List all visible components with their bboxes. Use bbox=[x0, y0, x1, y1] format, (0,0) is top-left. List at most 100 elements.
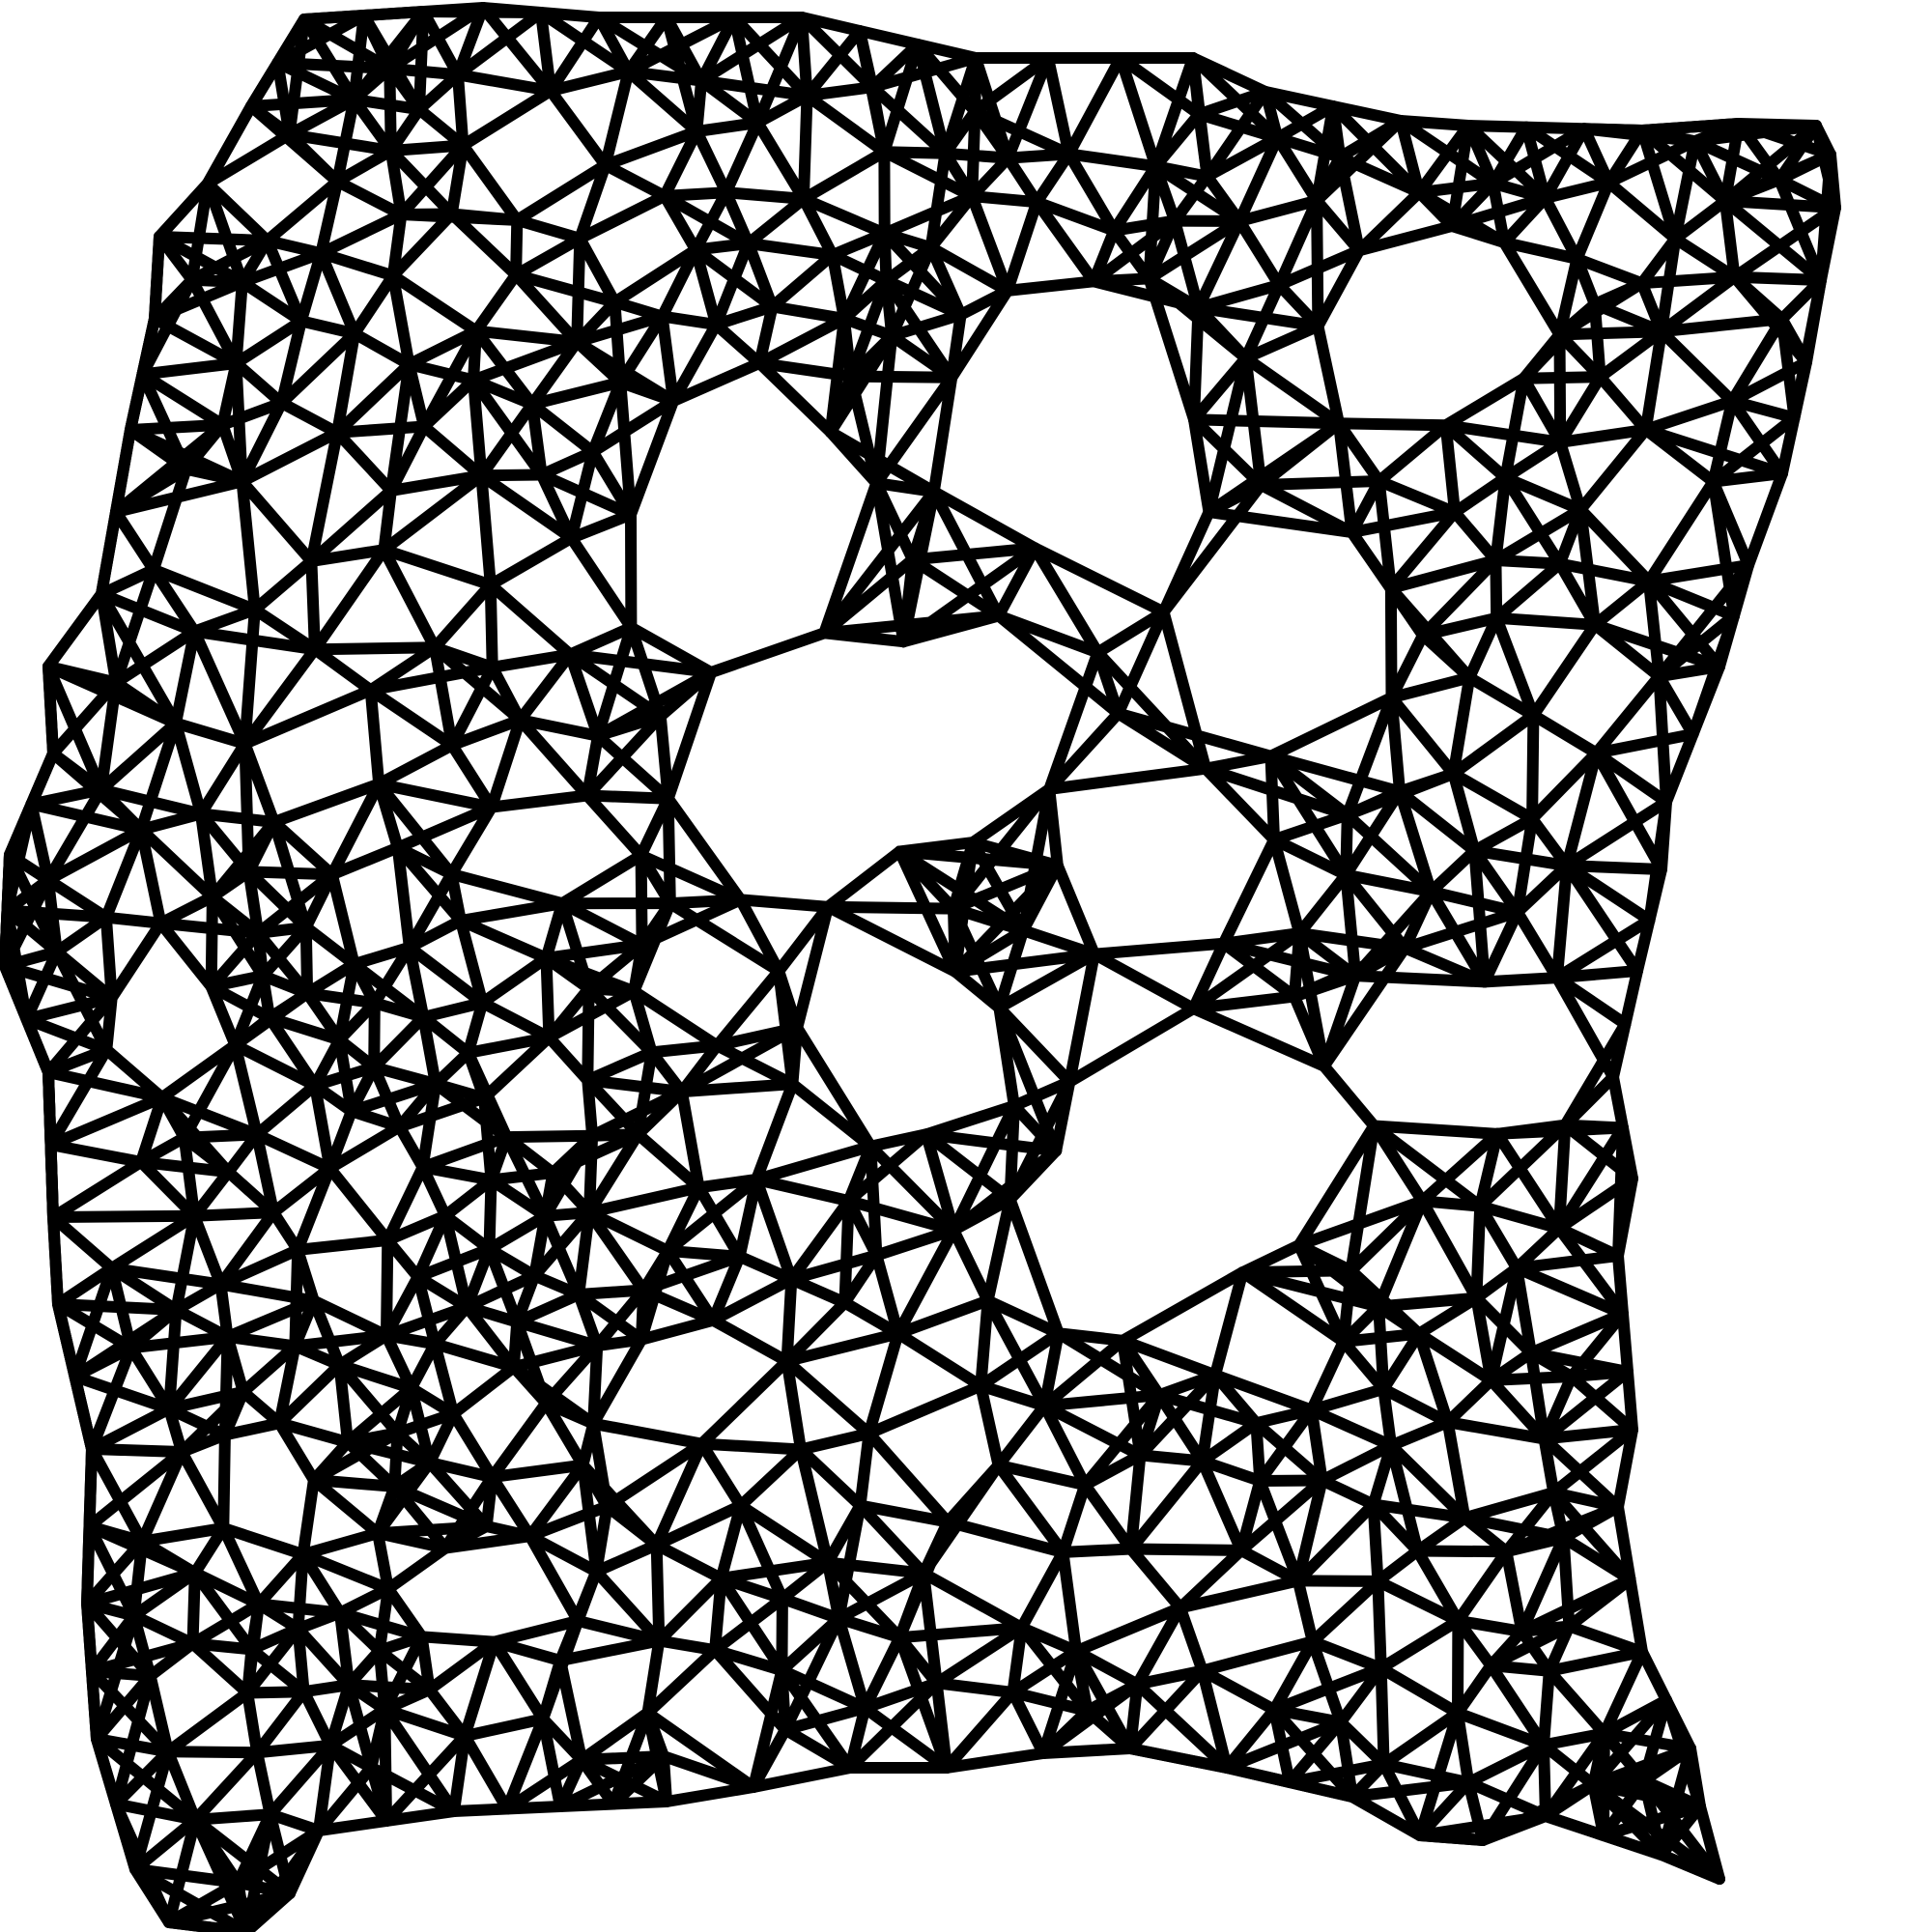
mesh-edge bbox=[368, 1010, 430, 1073]
mesh-edge bbox=[1264, 750, 1352, 881]
mesh-edge bbox=[69, 1371, 176, 1415]
mesh-edge bbox=[43, 661, 107, 796]
mesh-edge bbox=[295, 247, 327, 327]
mesh-edge bbox=[429, 579, 497, 654]
mesh-edge bbox=[309, 1061, 381, 1092]
mesh-edge bbox=[1553, 557, 1655, 587]
mesh-edge bbox=[1728, 270, 1827, 286]
mesh-edge bbox=[742, 238, 779, 313]
mesh-edge bbox=[801, 81, 879, 102]
mesh-edge bbox=[751, 1140, 877, 1185]
mesh-edge bbox=[1642, 575, 1740, 622]
mesh-edge bbox=[1264, 750, 1406, 798]
mesh-edge bbox=[1447, 709, 1540, 780]
mesh-edge bbox=[381, 1730, 471, 1827]
mesh-edge bbox=[148, 463, 192, 576]
mesh-edge bbox=[1150, 108, 1206, 173]
mesh-edge bbox=[734, 1499, 788, 1605]
mesh-edge bbox=[242, 1687, 264, 1759]
mesh-edge bbox=[709, 1644, 791, 1736]
mesh-edge bbox=[275, 397, 344, 439]
mesh-edge bbox=[920, 1128, 1016, 1206]
mesh-edge bbox=[537, 1713, 588, 1766]
mesh-edge bbox=[417, 997, 489, 1023]
mesh-edge bbox=[1384, 554, 1502, 594]
mesh-edge bbox=[292, 1162, 336, 1256]
mesh-edge bbox=[1157, 479, 1267, 618]
mesh-edge bbox=[526, 398, 599, 458]
mesh-edge bbox=[1221, 1762, 1295, 1788]
mesh-edge bbox=[1043, 707, 1124, 795]
mesh-edge bbox=[251, 1686, 310, 1759]
mesh-edge bbox=[86, 1403, 176, 1455]
mesh-edge bbox=[886, 242, 937, 342]
mesh-edge bbox=[949, 965, 1006, 1014]
mesh-edge bbox=[413, 6, 430, 116]
mesh-edge bbox=[659, 126, 703, 202]
mesh-edge bbox=[395, 208, 458, 220]
mesh-edge bbox=[826, 249, 893, 287]
mesh-edge bbox=[1375, 1662, 1390, 1771]
mesh-edge bbox=[526, 336, 583, 411]
mesh-edge bbox=[1372, 1545, 1424, 1587]
mesh-edge bbox=[373, 778, 497, 813]
mesh-edge bbox=[1088, 937, 1230, 960]
mesh-edge bbox=[1452, 1707, 1549, 1751]
mesh-edge bbox=[205, 980, 242, 1051]
mesh-edge bbox=[867, 81, 891, 158]
mesh-edge bbox=[188, 1166, 235, 1222]
mesh-edge bbox=[239, 684, 377, 750]
mesh-edge bbox=[275, 315, 307, 410]
mesh-boundary-edge bbox=[1037, 1743, 1136, 1759]
mesh-edge bbox=[1201, 86, 1271, 183]
mesh-edge bbox=[710, 238, 754, 330]
mesh-edge bbox=[485, 1167, 559, 1186]
mesh-edge bbox=[459, 1713, 550, 1743]
mesh-edge bbox=[257, 970, 314, 1000]
mesh-edge bbox=[429, 1338, 460, 1420]
mesh-edge bbox=[42, 873, 63, 958]
mesh-edge bbox=[86, 1665, 174, 1758]
mesh-edge bbox=[1334, 1662, 1387, 1728]
mesh-edge bbox=[1239, 352, 1345, 430]
mesh-edge bbox=[334, 1582, 394, 1619]
mesh-edge bbox=[1092, 646, 1212, 775]
mesh-edge bbox=[614, 376, 637, 521]
mesh-edge bbox=[1052, 1327, 1166, 1402]
mesh-edge bbox=[1653, 670, 1672, 808]
mesh-edge bbox=[833, 1612, 906, 1644]
mesh-edge bbox=[650, 1539, 666, 1647]
mesh-edge bbox=[1372, 1575, 1464, 1627]
mesh-edge bbox=[1236, 1266, 1385, 1313]
mesh-edge bbox=[601, 1437, 708, 1513]
mesh-edge bbox=[96, 506, 122, 600]
mesh-edge bbox=[1499, 436, 1567, 484]
mesh-edge bbox=[236, 426, 344, 488]
mesh-edge bbox=[1063, 148, 1121, 237]
mesh-edge bbox=[412, 1270, 441, 1350]
mesh-edge bbox=[1728, 270, 1788, 326]
mesh-edge bbox=[535, 469, 578, 544]
mesh-edge bbox=[188, 1209, 227, 1291]
mesh-edge bbox=[251, 1739, 337, 1759]
mesh-edge bbox=[268, 816, 312, 933]
mesh-edge bbox=[486, 1471, 536, 1543]
mesh-edge bbox=[1642, 575, 1725, 672]
mesh-edge bbox=[785, 1195, 855, 1286]
mesh-edge bbox=[691, 117, 764, 137]
mesh-edge bbox=[507, 1361, 600, 1430]
mesh-edge bbox=[1337, 1300, 1385, 1348]
mesh-edge bbox=[1174, 1544, 1247, 1614]
mesh-edge bbox=[297, 1548, 394, 1595]
mesh-edge bbox=[415, 1631, 500, 1648]
mesh-edge bbox=[632, 1046, 658, 1141]
mesh-edge bbox=[135, 1092, 168, 1168]
mesh-edge bbox=[307, 1294, 346, 1371]
mesh-edge bbox=[43, 588, 107, 672]
mesh-edge bbox=[91, 1733, 122, 1810]
mesh-edge bbox=[742, 238, 838, 261]
mesh-edge bbox=[1284, 1716, 1347, 1788]
mesh-edge bbox=[230, 357, 288, 410]
mesh-edge bbox=[636, 1284, 650, 1346]
mesh-edge bbox=[324, 1162, 394, 1246]
